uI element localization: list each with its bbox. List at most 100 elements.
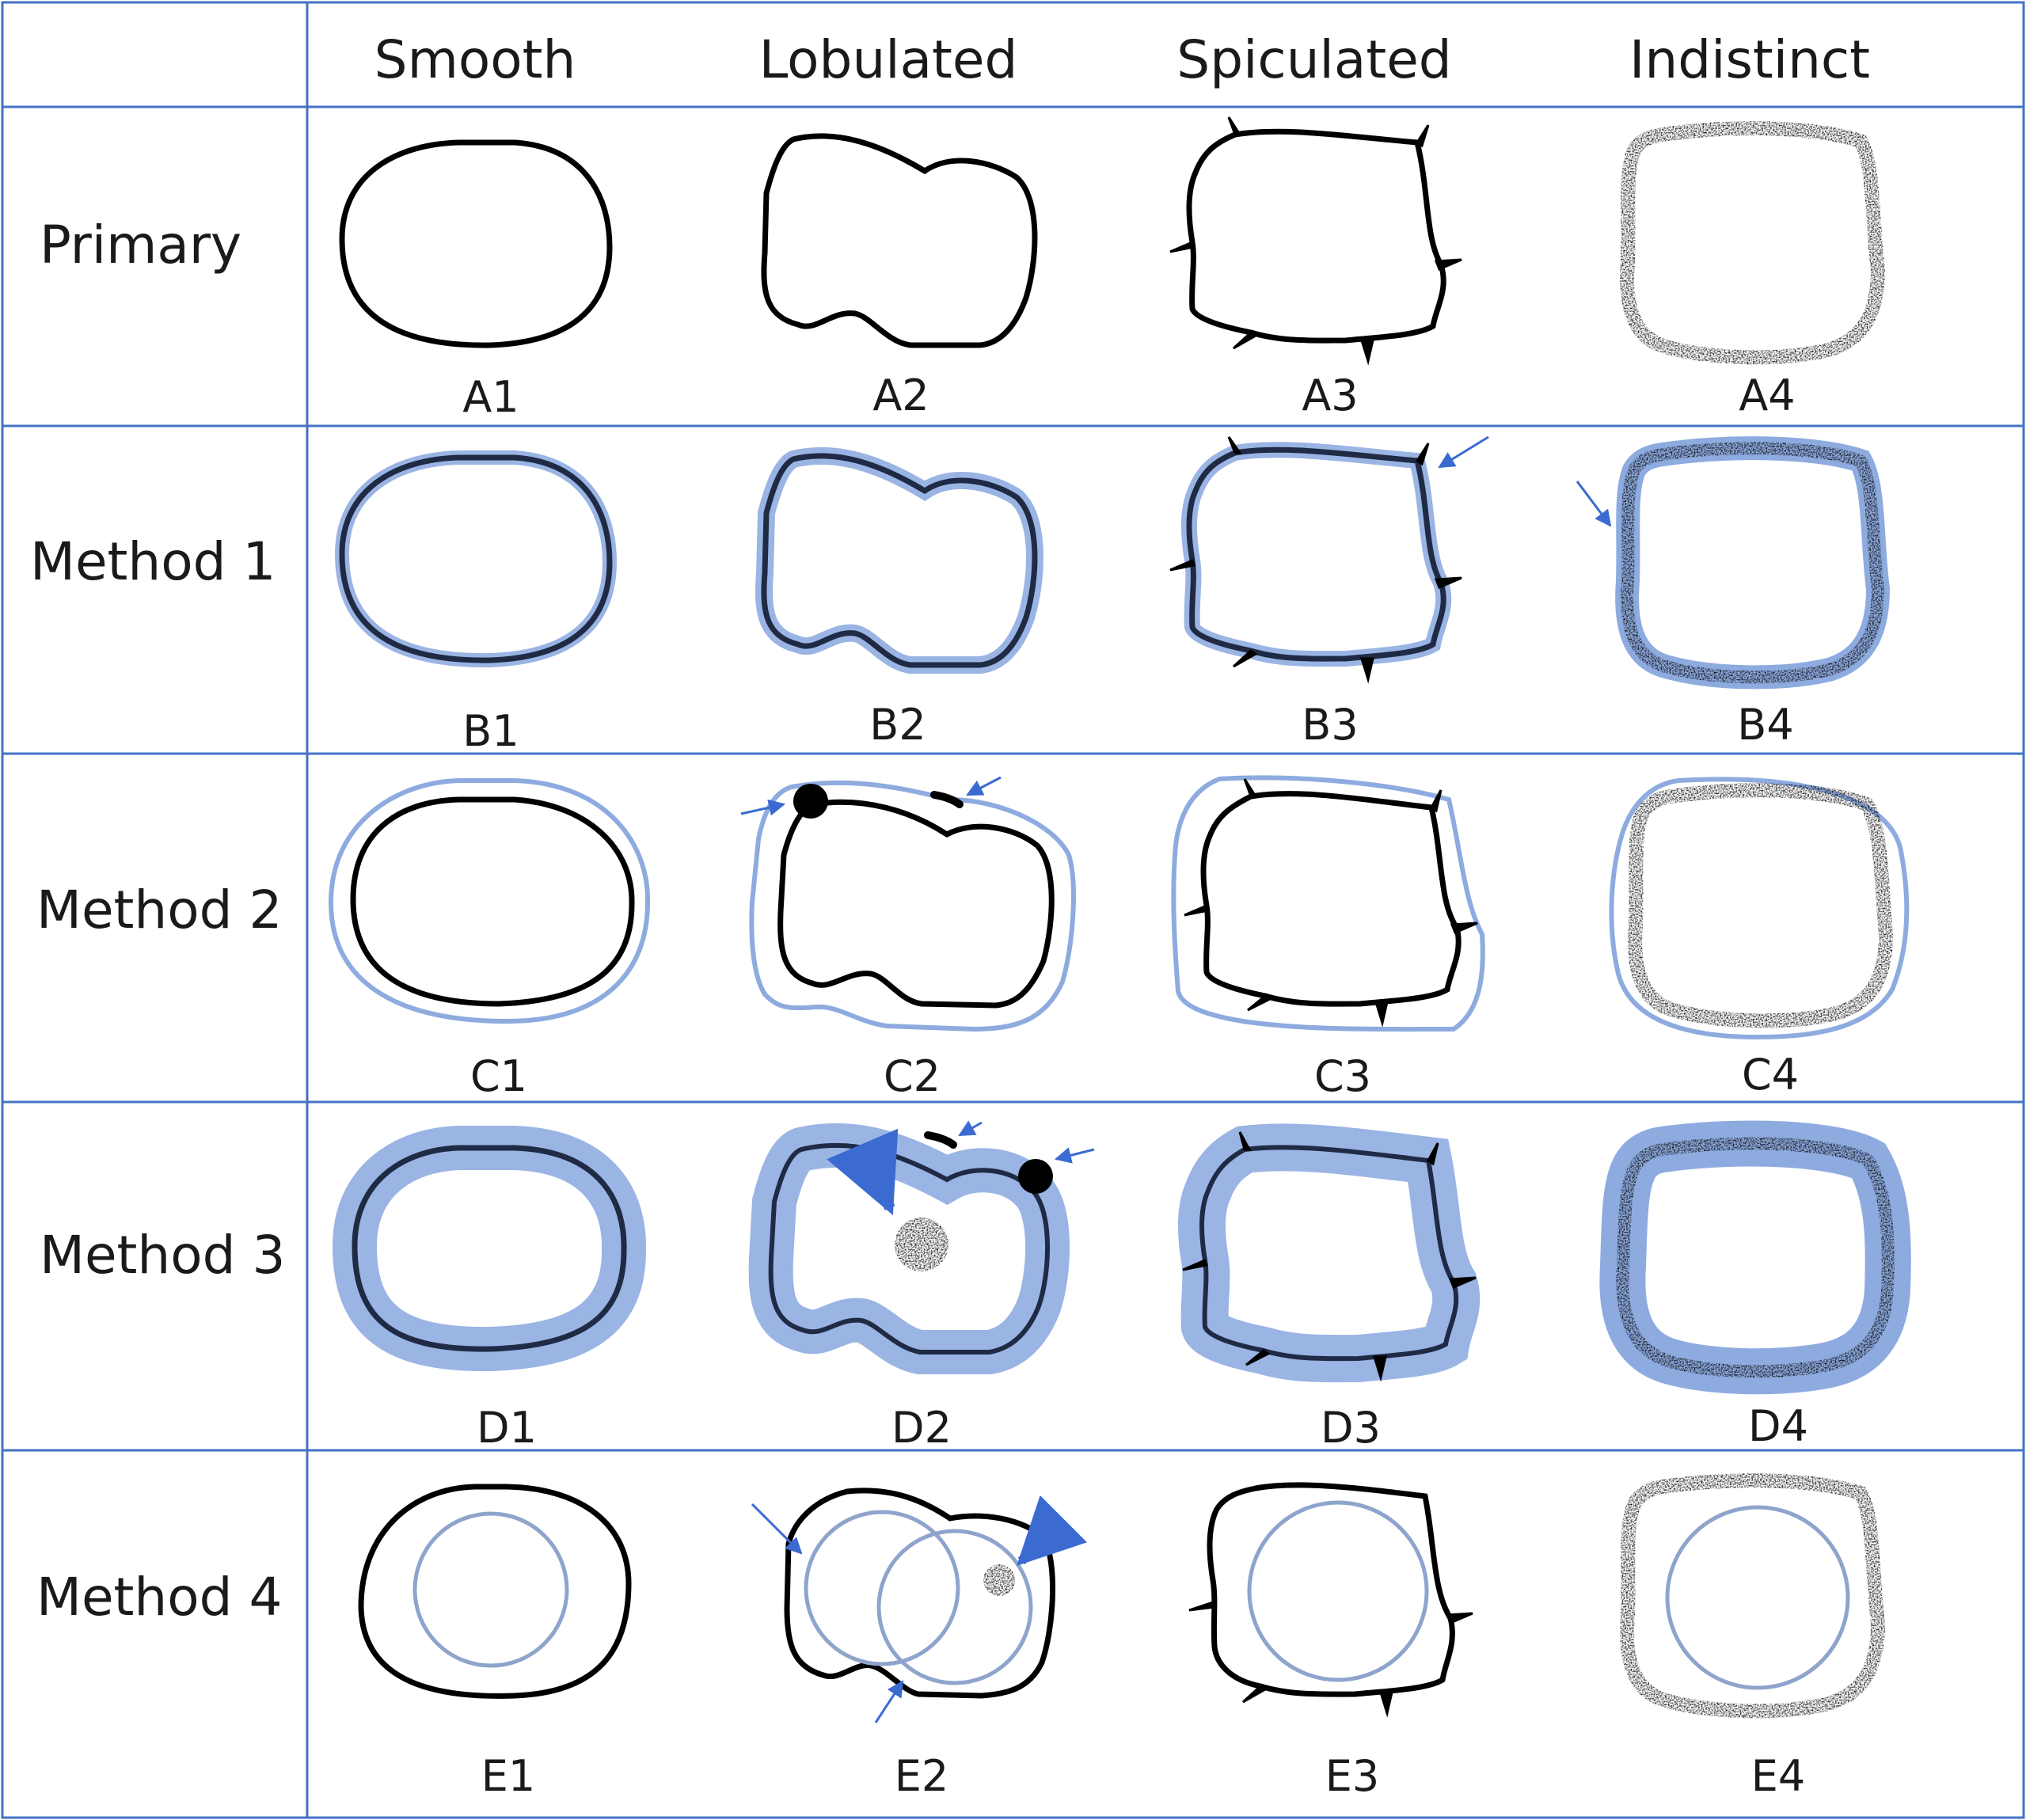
lobulated-contour — [761, 453, 1038, 668]
row-header-method-1: Method 1 — [30, 531, 276, 592]
annotation-outline — [1171, 775, 1485, 1032]
indistinct-contour — [1621, 442, 1885, 684]
column-header-indistinct: Indistinct — [1629, 29, 1870, 90]
row-header-method-2: Method 2 — [36, 880, 283, 940]
dot-marker-icon — [793, 784, 828, 819]
caption-e1: E1 — [481, 1751, 535, 1801]
caption-e4: E4 — [1751, 1751, 1805, 1801]
lobulated-contour — [761, 133, 1038, 348]
cell-a2-lobulated — [761, 133, 1038, 348]
annotation-band — [1177, 1123, 1481, 1383]
caption-b2: B2 — [869, 700, 926, 750]
caption-c2: C2 — [884, 1051, 941, 1101]
spiculated-contour — [1199, 1145, 1459, 1362]
smooth-contour — [352, 1145, 627, 1352]
cell-b1-smooth — [334, 450, 618, 668]
caption-d3: D3 — [1321, 1403, 1381, 1453]
caption-b3: B3 — [1302, 700, 1358, 750]
speckle-nodule — [895, 1218, 948, 1271]
cell-b3-spiculated — [1169, 435, 1489, 684]
annotation-band — [1180, 442, 1452, 667]
row-header-method-3: Method 3 — [40, 1225, 286, 1286]
lobulated-contour — [777, 799, 1055, 1009]
annotation-band — [332, 1126, 647, 1372]
cell-captions: A1 A2 A3 A4 B1 B2 B3 B4 C1 C2 C3 C4 D1 D… — [462, 370, 1808, 1801]
cell-e4-indistinct — [1620, 1473, 1886, 1719]
caption-a3: A3 — [1302, 370, 1358, 420]
column-header-smooth: Smooth — [374, 29, 576, 90]
caption-a2: A2 — [872, 370, 929, 420]
cell-e2-lobulated — [751, 1488, 1088, 1723]
spiculated-contour — [1186, 128, 1446, 344]
cell-b4-indistinct — [1576, 436, 1891, 690]
indistinct-contour — [1616, 1137, 1895, 1378]
cell-a4-indistinct — [1620, 121, 1886, 365]
arrow-icon — [1576, 481, 1612, 527]
smooth-contour — [339, 454, 613, 663]
annotation-outline — [1609, 777, 1910, 1040]
caption-c4: C4 — [1742, 1050, 1799, 1100]
arrow-icon — [966, 776, 1002, 796]
cell-c3-spiculated — [1171, 775, 1485, 1032]
analysis-circle — [1247, 1500, 1429, 1682]
analysis-circle — [876, 1529, 1033, 1685]
lobulated-contour — [784, 1488, 1055, 1699]
cell-d4-indistinct — [1599, 1120, 1911, 1395]
caption-b1: B1 — [462, 706, 519, 756]
spiculated-contour — [1207, 1482, 1455, 1697]
cell-d1-smooth — [332, 1126, 647, 1372]
arrow-icon — [751, 1503, 803, 1555]
arrow-icon — [1054, 1147, 1095, 1164]
caption-d1: D1 — [477, 1403, 537, 1453]
cell-d3-spiculated — [1177, 1123, 1481, 1383]
arrow-icon — [740, 799, 786, 816]
arrow-icon — [958, 1120, 983, 1137]
cell-c1-smooth — [328, 778, 651, 1024]
analysis-circle — [1665, 1505, 1850, 1690]
smooth-contour — [350, 796, 635, 1007]
speckle-nodule — [983, 1564, 1015, 1596]
smooth-contour — [358, 1484, 632, 1699]
annotation-band — [1615, 436, 1891, 690]
arrow-icon — [1017, 1495, 1088, 1566]
cell-d2-lobulated — [748, 1120, 1095, 1374]
caption-e3: E3 — [1325, 1751, 1379, 1801]
caption-c1: C1 — [470, 1051, 527, 1101]
annotation-outline — [328, 778, 651, 1024]
spiculated-contour — [1200, 791, 1462, 1007]
spiculated-contour — [1186, 446, 1446, 662]
caption-d4: D4 — [1748, 1401, 1808, 1451]
cell-c4-indistinct — [1609, 777, 1910, 1040]
column-header-spiculated: Spiculated — [1176, 29, 1451, 90]
cell-e3-spiculated — [1188, 1482, 1473, 1718]
arrow-icon — [1438, 435, 1489, 469]
cell-a1-smooth — [339, 139, 613, 348]
caption-b4: B4 — [1737, 700, 1793, 750]
indistinct-contour — [1620, 1473, 1886, 1719]
dot-marker-icon — [930, 791, 964, 808]
cell-b2-lobulated — [755, 446, 1043, 674]
indistinct-contour — [1628, 783, 1894, 1028]
dot-marker-icon — [1018, 1159, 1053, 1194]
caption-e2: E2 — [895, 1751, 948, 1801]
cell-a3-spiculated — [1169, 116, 1462, 366]
indistinct-contour — [1620, 121, 1886, 365]
arrow-icon — [874, 1680, 904, 1723]
caption-a4: A4 — [1739, 370, 1795, 420]
arrow-icon — [827, 1128, 899, 1216]
row-headers: Primary Method 1 Method 2 Method 3 Metho… — [30, 215, 286, 1628]
cell-c2-lobulated — [740, 776, 1076, 1032]
column-header-lobulated: Lobulated — [759, 29, 1018, 90]
row-header-method-4: Method 4 — [36, 1567, 283, 1628]
caption-c3: C3 — [1314, 1051, 1371, 1101]
smooth-contour — [339, 139, 613, 348]
analysis-circle — [804, 1510, 960, 1666]
row-header-primary: Primary — [40, 215, 241, 275]
caption-a1: A1 — [462, 372, 519, 422]
cell-e1-smooth — [358, 1484, 632, 1699]
annotation-band — [334, 450, 618, 668]
caption-d2: D2 — [891, 1403, 952, 1453]
dot-marker-icon — [924, 1131, 957, 1149]
